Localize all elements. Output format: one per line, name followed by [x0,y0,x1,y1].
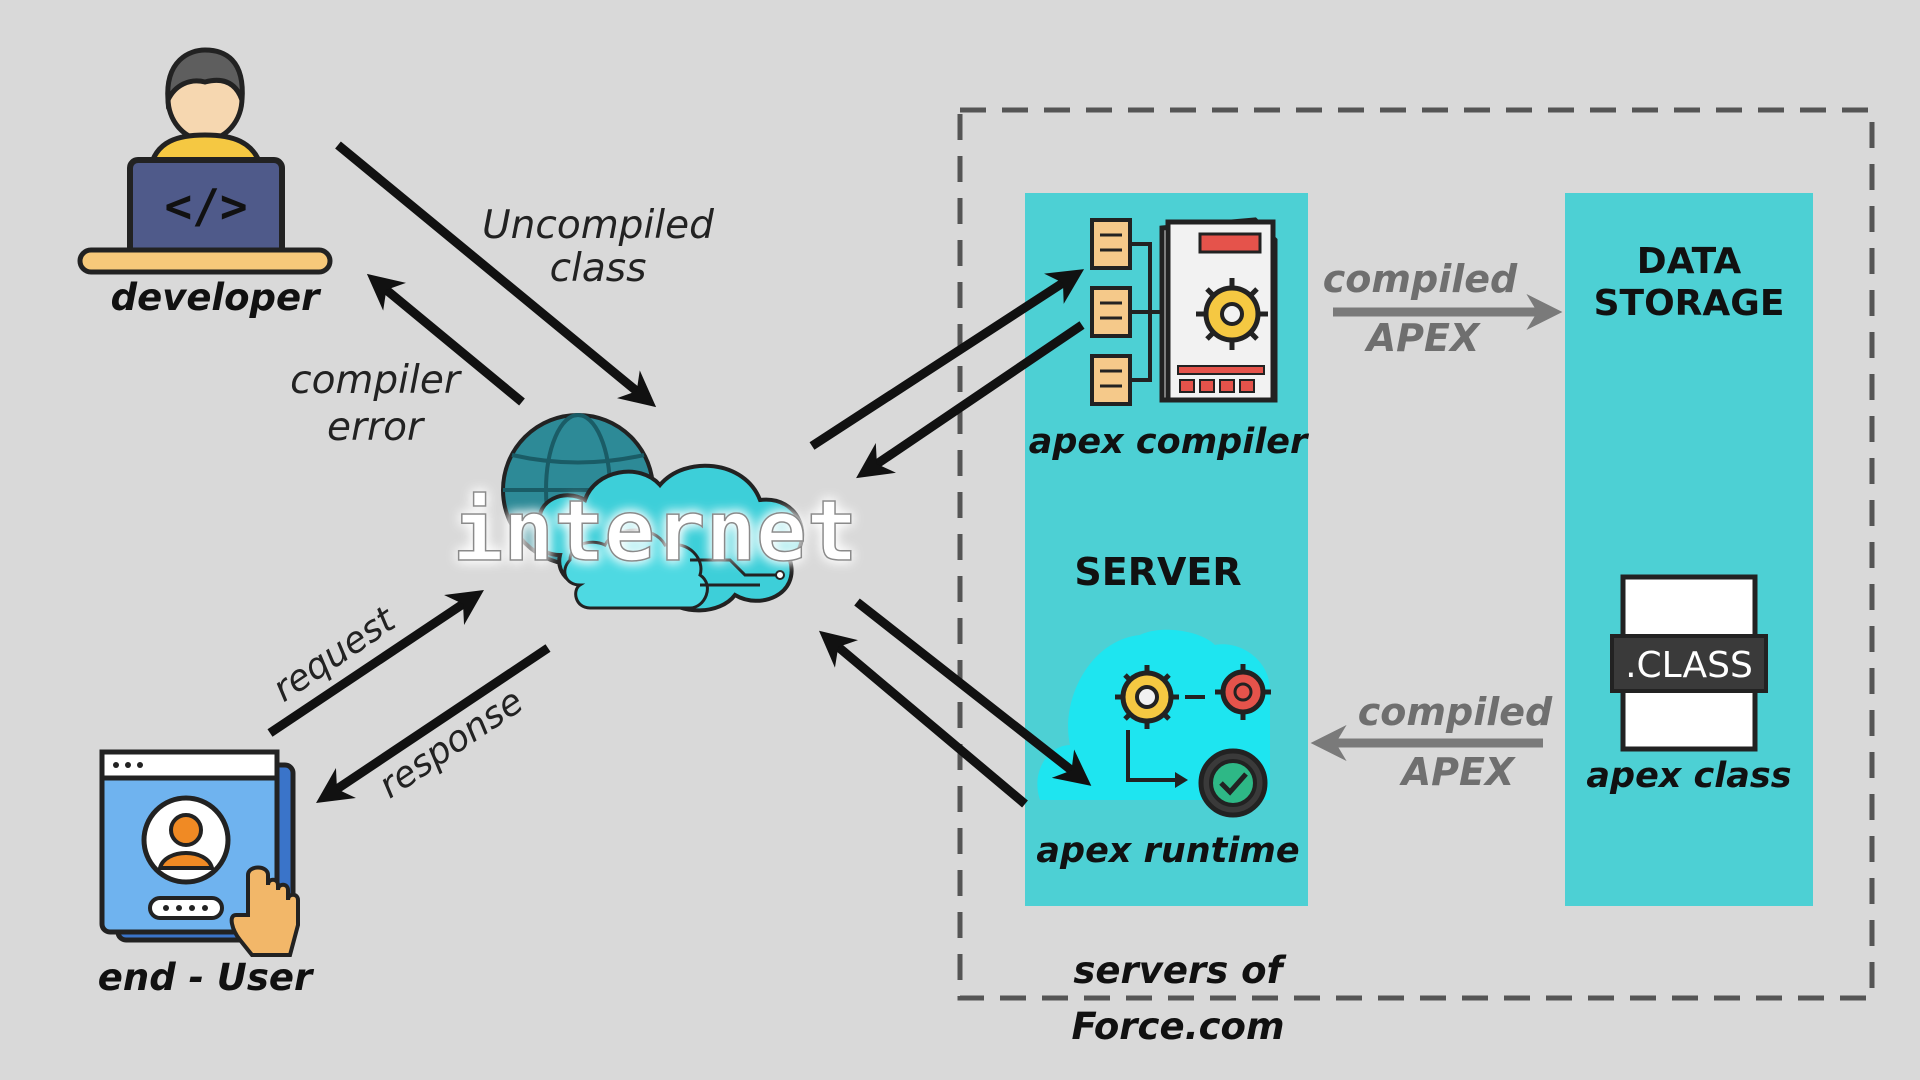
end-user-label: end - User [98,956,315,999]
from-compiler-arrow [856,321,1085,479]
force-com-boundary [957,107,1875,1001]
class-tag-label: .CLASS [1625,645,1753,686]
developer-label: developer [111,276,322,319]
uncompiled-label-line1: Uncompiled [482,203,714,248]
compiler-error-arrow [366,273,525,406]
class-file-icon [1610,574,1768,752]
globe-cloud-icon [501,413,805,613]
internet-label: internet [453,482,858,580]
servers-of-label: servers of [1073,949,1286,992]
apex-class-label: apex class [1586,756,1791,796]
data-storage-label-line1: DATA [1637,241,1742,282]
uncompiled-class-arrow [335,141,657,408]
force-com-label: Force.com [1071,1005,1284,1048]
compiler-error-label-line2: error [327,405,426,450]
apex-runtime-label: apex runtime [1036,831,1299,871]
compiled-top-label-line1: compiled [1323,257,1518,301]
uncompiled-label-line2: class [550,246,647,291]
user-login-window-icon [99,749,300,957]
compiler-error-label-line1: compiler [290,358,463,403]
svg-text:</>: </> [164,179,247,233]
request-arrow [267,589,484,737]
data-storage-panel [1565,193,1813,906]
compiled-bottom-label-line1: compiled [1358,690,1553,734]
response-label: response [372,681,531,807]
server-label: SERVER [1074,550,1241,594]
to-runtime-arrow [854,598,1092,786]
developer-laptop-icon: </> [77,47,333,275]
apex-compiler-label: apex compiler [1029,422,1310,462]
data-storage-label-line2: STORAGE [1594,283,1785,324]
from-runtime-arrow [818,630,1028,808]
response-arrow [316,644,551,804]
to-compiler-arrow [809,269,1085,450]
runtime-gears-cloud-icon [1037,629,1271,818]
compiled-bottom-label-line2: APEX [1399,750,1516,794]
compiler-document-gear-icon [1090,217,1278,406]
compiled-top-label-line2: APEX [1364,316,1481,360]
